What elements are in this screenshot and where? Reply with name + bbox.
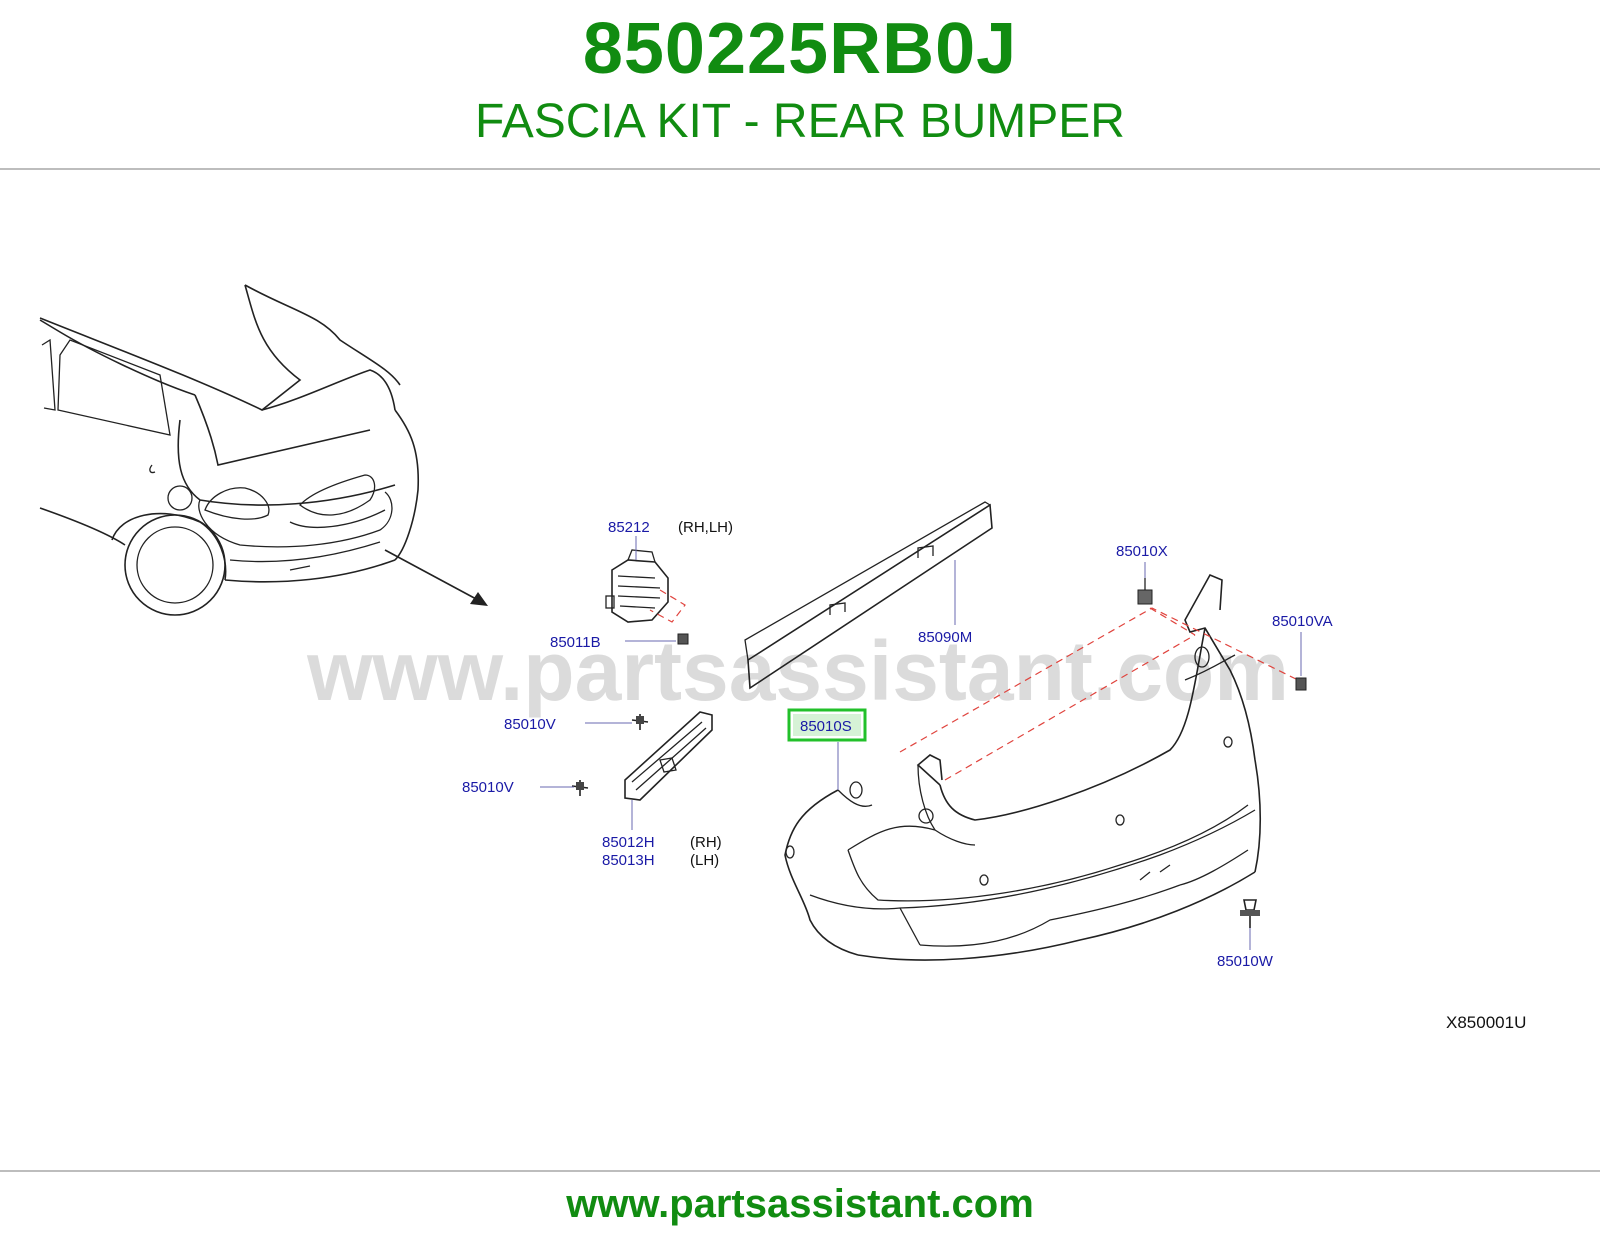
note-85013H: (LH): [690, 852, 719, 869]
callout-85010S[interactable]: 85010S: [800, 718, 852, 735]
part-85010X-clip: [1137, 578, 1153, 605]
callout-85010V-b: 85010V: [462, 779, 514, 796]
callout-85090M: 85090M: [918, 629, 972, 646]
page-header: 850225RB0J FASCIA KIT - REAR BUMPER: [0, 0, 1600, 168]
parts-diagram-svg: www.partsassistant.com: [39, 284, 1526, 1032]
callout-85011B: 85011B: [550, 634, 601, 651]
note-85212: (RH,LH): [678, 519, 733, 536]
part-85010S-rear-bumper-fascia: [784, 573, 1262, 961]
part-85010W-screw: [1240, 899, 1260, 928]
part-85010V-clip-a: [631, 714, 649, 730]
part-85212-bracket: [605, 549, 669, 623]
part-name-subtitle: FASCIA KIT - REAR BUMPER: [475, 95, 1125, 148]
callout-85212: 85212: [608, 519, 650, 536]
bottom-divider: [0, 1170, 1600, 1172]
parts-diagram: www.partsassistant.com: [0, 260, 1600, 1080]
callout-85010X: 85010X: [1116, 543, 1168, 560]
part-number-title: 850225RB0J: [582, 9, 1018, 89]
direction-arrow-line: [384, 549, 479, 601]
top-divider: [0, 168, 1600, 170]
callout-85010V-a: 85010V: [504, 716, 556, 733]
part-85090M-energy-absorber: [744, 501, 993, 690]
watermark-text: www.partsassistant.com: [306, 624, 1289, 718]
direction-arrow-head: [470, 592, 488, 606]
highlight-fill-85010S: [793, 714, 861, 736]
note-85012H: (RH): [690, 834, 722, 851]
diagram-code: X850001U: [1446, 1013, 1526, 1032]
part-85010VA-nut: [1295, 677, 1307, 691]
highlight-box-85010S: [787, 708, 867, 742]
part-85011B-nut: [677, 633, 689, 645]
part-85010V-clip-b: [571, 780, 589, 796]
footer-website-link[interactable]: www.partsassistant.com: [566, 1182, 1034, 1226]
vehicle-rear-illustration: [39, 284, 420, 616]
callout-85013H: 85013H: [602, 852, 655, 869]
callout-85010W: 85010W: [1217, 953, 1274, 970]
callout-85010VA: 85010VA: [1272, 613, 1333, 630]
part-85012H-bracket: [624, 711, 713, 801]
callout-85012H: 85012H: [602, 834, 655, 851]
